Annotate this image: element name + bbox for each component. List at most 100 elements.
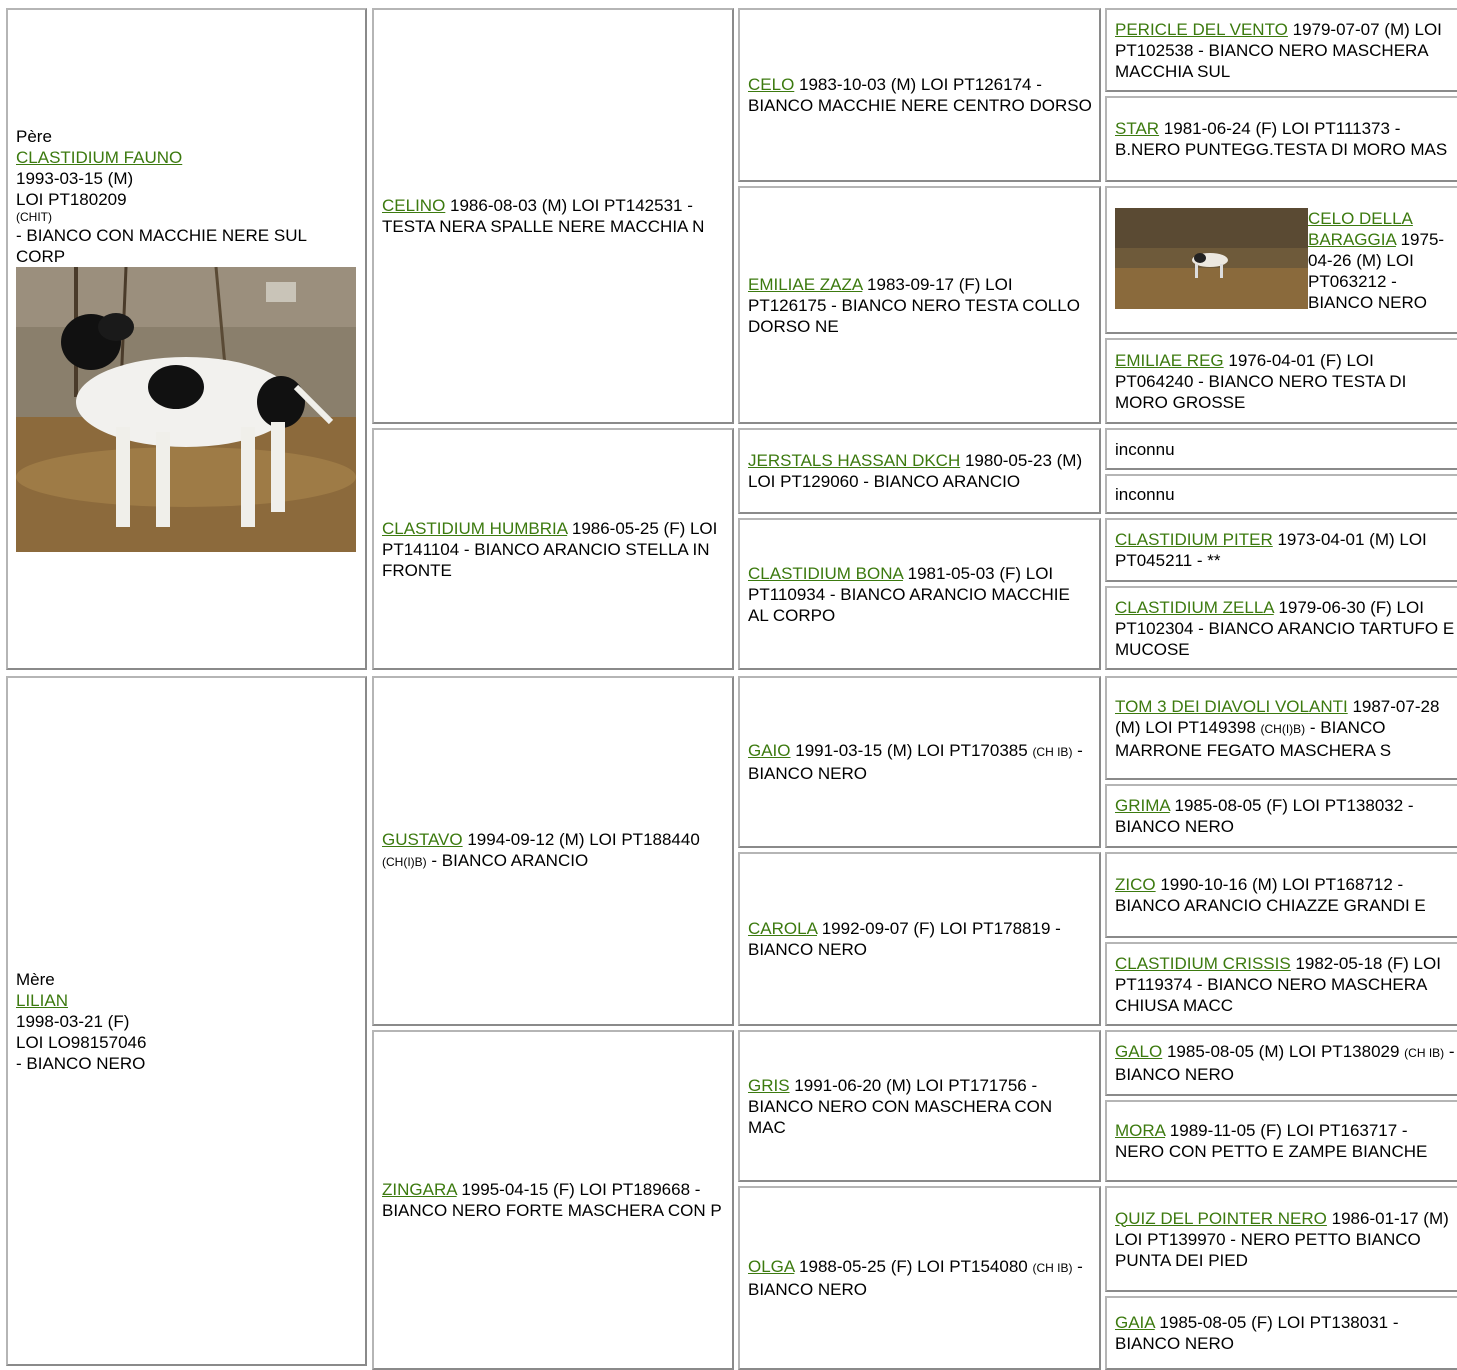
pedigree-cell-g4: CLASTIDIUM ZELLA 1979-06-30 (F) LOI PT10… — [1105, 586, 1457, 670]
dog-info: 1987-07-28 (M) LOI PT149398 — [1115, 696, 1440, 737]
dog-name-link[interactable]: CLASTIDIUM PITER — [1115, 530, 1273, 549]
pedigree-cell-g4: GALO 1985-08-05 (M) LOI PT138029 (CH IB)… — [1105, 1030, 1457, 1096]
pedigree-cell-g4: inconnu — [1105, 428, 1457, 470]
pedigree-cell-g4: CLASTIDIUM PITER 1973-04-01 (M) LOI PT04… — [1105, 518, 1457, 582]
dog-info-tail: - BIANCO NERO — [748, 1257, 1083, 1299]
pedigree-cell-g2: CELINO 1986-08-03 (M) LOI PT142531 - TES… — [372, 8, 734, 424]
dog-info: 1979-06-30 (F) LOI PT102304 - BIANCO ARA… — [1115, 597, 1455, 659]
pedigree-cell-g3: CAROLA 1992-09-07 (F) LOI PT178819 - BIA… — [738, 852, 1101, 1026]
pedigree-cell-g3: GAIO 1991-03-15 (M) LOI PT170385 (CH IB)… — [738, 676, 1101, 848]
dog-info: 1975-04-26 (M) LOI PT063212 - BIANCO NER… — [1308, 229, 1445, 312]
sire-role-label: Père — [16, 127, 52, 146]
dog-name-link[interactable]: EMILIAE REG — [1115, 350, 1224, 370]
dog-name-link[interactable]: QUIZ DEL POINTER NERO — [1115, 1208, 1327, 1228]
dog-info-tail: - BIANCO ARANCIO — [426, 851, 589, 870]
dog-name-link[interactable]: CLASTIDIUM HUMBRIA — [382, 518, 568, 538]
pedigree-cell-g4: STAR 1981-06-24 (F) LOI PT111373 - B.NER… — [1105, 96, 1457, 182]
pedigree-cell-g4: CELO DELLA BARAGGIA 1975-04-26 (M) LOI P… — [1105, 186, 1457, 334]
pedigree-cell-g4: TOM 3 DEI DIAVOLI VOLANTI 1987-07-28 (M)… — [1105, 676, 1457, 780]
sire-cell: Père CLASTIDIUM FAUNO 1993-03-15 (M) LOI… — [6, 8, 367, 670]
dog-info: 1976-04-01 (F) LOI PT064240 - BIANCO NER… — [1115, 350, 1407, 412]
dog-info: 1985-08-05 (F) LOI PT138031 - BIANCO NER… — [1115, 1313, 1399, 1353]
dog-name-link[interactable]: CELO DELLA BARAGGIA — [1308, 208, 1413, 249]
dog-name-link[interactable]: GALO — [1115, 1042, 1163, 1061]
dog-info: 1986-05-25 (F) LOI PT141104 - BIANCO ARA… — [382, 518, 718, 580]
dog-name-link[interactable]: ZINGARA — [382, 1180, 457, 1199]
dog-info-tail: - BIANCO MARRONE FEGATO MASCHERA S — [1115, 717, 1392, 760]
dog-title: (CH(I)B) — [1260, 721, 1306, 736]
dog-name-link[interactable]: CELO — [748, 75, 795, 94]
dog-name-link[interactable]: CELINO — [382, 196, 446, 215]
sire-photo — [16, 267, 356, 552]
pedigree-cell-g4: inconnu — [1105, 474, 1457, 514]
dog-info-tail: - BIANCO NERO — [748, 741, 1083, 783]
pedigree-cell-g4: MORA 1989-11-05 (F) LOI PT163717 - NERO … — [1105, 1100, 1457, 1182]
pedigree-cell-g4: ZICO 1990-10-16 (M) LOI PT168712 - BIANC… — [1105, 852, 1457, 938]
dog-name-link[interactable]: ZICO — [1115, 875, 1156, 894]
dog-name-link[interactable]: CAROLA — [748, 919, 817, 938]
dog-info: 1989-11-05 (F) LOI PT163717 - NERO CON P… — [1115, 1121, 1428, 1161]
dog-info: 1980-05-23 (M) LOI PT129060 - BIANCO ARA… — [748, 451, 1083, 491]
pedigree-cell-g4: PERICLE DEL VENTO 1979-07-07 (M) LOI PT1… — [1105, 8, 1457, 92]
dog-name-link[interactable]: EMILIAE ZAZA — [748, 274, 863, 294]
celo-della-baraggia-photo — [1115, 207, 1308, 309]
dog-name-link[interactable]: OLGA — [748, 1257, 795, 1276]
dog-name-link[interactable]: GUSTAVO — [382, 830, 463, 849]
dog-info-tail: - BIANCO NERO — [1115, 1042, 1455, 1084]
dam-name-link[interactable]: LILIAN — [16, 990, 68, 1010]
unknown-ancestor: inconnu — [1115, 439, 1175, 459]
dog-name-link[interactable]: STAR — [1115, 119, 1160, 138]
dog-name-link[interactable]: CLASTIDIUM BONA — [748, 563, 903, 583]
pedigree-cell-g4: CLASTIDIUM CRISSIS 1982-05-18 (F) LOI PT… — [1105, 942, 1457, 1026]
dog-info: 1982-05-18 (F) LOI PT119374 - BIANCO NER… — [1115, 953, 1441, 1015]
dam-description: - BIANCO NERO — [16, 1053, 146, 1073]
dog-name-link[interactable]: TOM 3 DEI DIAVOLI VOLANTI — [1115, 696, 1348, 716]
sire-title: (CHIT) — [16, 210, 52, 224]
dam-role-label: Mère — [16, 969, 55, 989]
dog-info: 1986-01-17 (M) LOI PT139970 - NERO PETTO… — [1115, 1208, 1449, 1270]
dog-info: 1991-03-15 (M) LOI PT170385 — [790, 741, 1033, 760]
pedigree-cell-g3: EMILIAE ZAZA 1983-09-17 (F) LOI PT126175… — [738, 186, 1101, 424]
dam-cell: Mère LILIAN 1998-03-21 (F) LOI LO9815704… — [6, 676, 367, 1366]
dog-info: 1988-05-25 (F) LOI PT154080 — [794, 1257, 1033, 1276]
pedigree-cell-g3: OLGA 1988-05-25 (F) LOI PT154080 (CH IB)… — [738, 1186, 1101, 1370]
dog-info: 1981-05-03 (F) LOI PT110934 - BIANCO ARA… — [748, 563, 1070, 625]
sire-birth: 1993-03-15 (M) — [16, 169, 134, 188]
pedigree-cell-g4: QUIZ DEL POINTER NERO 1986-01-17 (M) LOI… — [1105, 1186, 1457, 1292]
dog-name-link[interactable]: GRIMA — [1115, 796, 1170, 815]
sire-registry: LOI PT180209 — [16, 190, 127, 209]
dog-title: (CH(I)B) — [382, 855, 427, 869]
dog-info: 1973-04-01 (M) LOI PT045211 - ** — [1115, 530, 1427, 570]
dog-info: 1983-10-03 (M) LOI PT126174 - BIANCO MAC… — [748, 75, 1092, 115]
pedigree-cell-g4: GAIA 1985-08-05 (F) LOI PT138031 - BIANC… — [1105, 1296, 1457, 1370]
dog-name-link[interactable]: MORA — [1115, 1121, 1166, 1140]
dog-info: 1985-08-05 (F) LOI PT138032 - BIANCO NER… — [1115, 796, 1414, 836]
dog-name-link[interactable]: CLASTIDIUM ZELLA — [1115, 597, 1274, 617]
pedigree-cell-g4: EMILIAE REG 1976-04-01 (F) LOI PT064240 … — [1105, 338, 1457, 424]
dog-info: 1991-06-20 (M) LOI PT171756 - BIANCO NER… — [748, 1075, 1053, 1137]
dog-info: 1985-08-05 (M) LOI PT138029 — [1162, 1042, 1405, 1061]
unknown-ancestor: inconnu — [1115, 484, 1175, 504]
pedigree-cell-g3: CELO 1983-10-03 (M) LOI PT126174 - BIANC… — [738, 8, 1101, 182]
dog-title: (CH IB) — [1032, 1261, 1073, 1275]
dog-title: (CH IB) — [1404, 1046, 1445, 1060]
dog-name-link[interactable]: GAIA — [1115, 1313, 1155, 1332]
dog-info: 1986-08-03 (M) LOI PT142531 - TESTA NERA… — [382, 196, 705, 236]
pedigree-cell-g2: CLASTIDIUM HUMBRIA 1986-05-25 (F) LOI PT… — [372, 428, 734, 670]
sire-name-link[interactable]: CLASTIDIUM FAUNO — [16, 148, 183, 167]
pedigree-cell-g3: GRIS 1991-06-20 (M) LOI PT171756 - BIANC… — [738, 1030, 1101, 1182]
pedigree-cell-g2: ZINGARA 1995-04-15 (F) LOI PT189668 - BI… — [372, 1030, 734, 1370]
dog-info: 1990-10-16 (M) LOI PT168712 - BIANCO ARA… — [1115, 875, 1426, 915]
pedigree-cell-g2: GUSTAVO 1994-09-12 (M) LOI PT188440 (CH(… — [372, 676, 734, 1026]
dog-info: 1981-06-24 (F) LOI PT111373 - B.NERO PUN… — [1115, 119, 1448, 159]
dog-name-link[interactable]: GRIS — [748, 1075, 790, 1095]
dog-info: 1994-09-12 (M) LOI PT188440 — [462, 830, 700, 849]
dog-name-link[interactable]: GAIO — [748, 741, 791, 760]
pedigree-cell-g4: GRIMA 1985-08-05 (F) LOI PT138032 - BIAN… — [1105, 784, 1457, 848]
dog-name-link[interactable]: PERICLE DEL VENTO — [1115, 19, 1288, 39]
dog-name-link[interactable]: CLASTIDIUM CRISSIS — [1115, 953, 1291, 973]
dog-name-link[interactable]: JERSTALS HASSAN DKCH — [748, 451, 961, 470]
dog-info: 1992-09-07 (F) LOI PT178819 - BIANCO NER… — [748, 919, 1061, 959]
dog-info: 1979-07-07 (M) LOI PT102538 - BIANCO NER… — [1115, 19, 1442, 81]
dam-registry: LOI LO98157046 — [16, 1032, 147, 1052]
